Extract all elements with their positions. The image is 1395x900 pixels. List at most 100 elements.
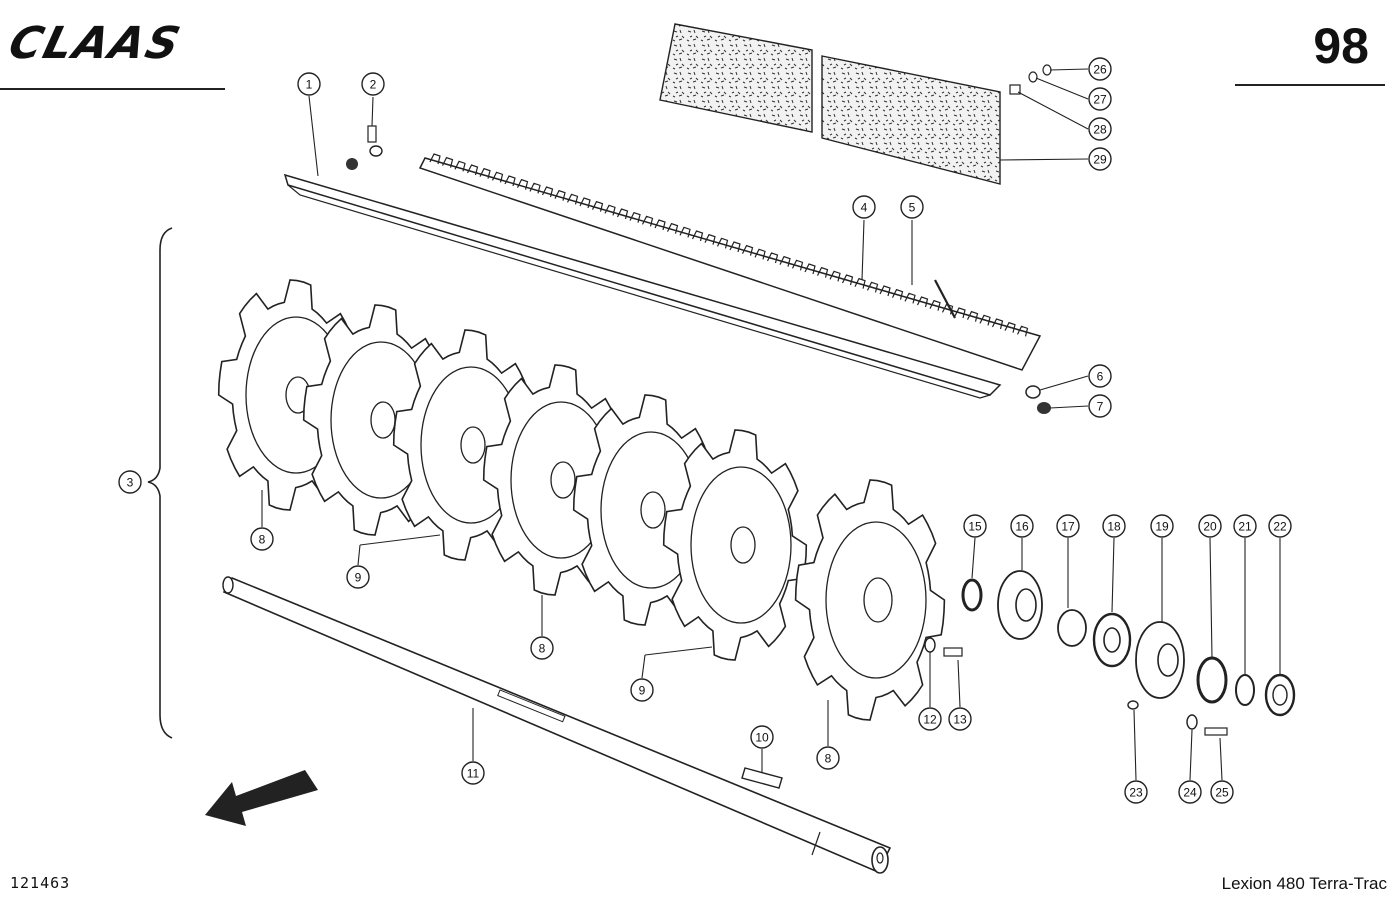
callout-bubble: 12: [918, 707, 942, 731]
callout-circle: [361, 72, 385, 96]
callout-number: 8: [539, 642, 546, 656]
callout-circle: [816, 746, 840, 770]
callout-number: 12: [923, 713, 937, 727]
bearing-parts: [961, 570, 1296, 717]
callout-bubble: 24: [1178, 780, 1202, 804]
callout-circle: [1268, 514, 1292, 538]
callout-bubble: 27: [1088, 87, 1112, 111]
callout-number: 10: [755, 731, 769, 745]
sprocket-hub-hole: [863, 577, 893, 623]
callout-number: 1: [306, 78, 313, 92]
callout-number: 25: [1215, 786, 1229, 800]
sprocket-hub-hole: [550, 461, 576, 499]
sprocket-inner-ring: [690, 466, 792, 624]
callout-bubble: 2: [361, 72, 385, 96]
callout-circle: [297, 72, 321, 96]
fasteners: [346, 64, 1228, 736]
callout-circle: [1056, 514, 1080, 538]
serrated-bar: [418, 153, 1042, 371]
callout-bubble: 26: [1088, 57, 1112, 81]
callout-number: 18: [1107, 520, 1121, 534]
callout-bubble: 15: [963, 514, 987, 538]
callout-circle: [963, 514, 987, 538]
callout-number: 6: [1097, 370, 1104, 384]
callout-bubble: 23: [1124, 780, 1148, 804]
callout-circle: [1088, 117, 1112, 141]
callout-circle: [346, 565, 370, 589]
header-rule-right: [1235, 84, 1385, 86]
callout-circle: [1088, 394, 1112, 418]
callout-circle: [1124, 780, 1148, 804]
callout-bubble: 1: [297, 72, 321, 96]
callout-number: 9: [355, 571, 362, 585]
shaft-key: [741, 767, 783, 789]
callout-circle: [250, 527, 274, 551]
rubber-liner-panels: [659, 23, 1001, 185]
callout-number: 21: [1238, 520, 1252, 534]
callout-circle: [852, 195, 876, 219]
callout-circle: [1088, 87, 1112, 111]
callout-bubble: 22: [1268, 514, 1292, 538]
callout-bubble: 9: [346, 565, 370, 589]
callout-circle: [1010, 514, 1034, 538]
sprocket-hub-hole: [460, 426, 486, 464]
callout-number: 19: [1155, 520, 1169, 534]
callout-circle: [1088, 147, 1112, 171]
callout-circle: [1210, 780, 1234, 804]
callout-number: 8: [825, 752, 832, 766]
sprocket-discs: [217, 279, 946, 721]
callout-number: 2: [370, 78, 377, 92]
callout-circle: [1150, 514, 1174, 538]
callout-circle: [1088, 364, 1112, 388]
drawing-number: 121463: [10, 874, 71, 892]
callout-number: 16: [1015, 520, 1029, 534]
callout-number: 3: [127, 476, 134, 490]
drive-shaft: [222, 576, 892, 874]
angle-strip: [283, 173, 1002, 399]
callout-number: 24: [1183, 786, 1197, 800]
callout-number: 11: [467, 767, 480, 781]
callout-bubble: 11: [461, 761, 485, 785]
callout-circle: [1102, 514, 1126, 538]
callout-number: 7: [1097, 400, 1104, 414]
callout-circle: [900, 195, 924, 219]
callout-number: 28: [1093, 123, 1107, 137]
assembly-bracket: [147, 227, 173, 739]
callout-number: 13: [953, 713, 967, 727]
callout-circle: [1088, 57, 1112, 81]
callout-bubble: 16: [1010, 514, 1034, 538]
callout-circle: [1233, 514, 1257, 538]
callout-number: 4: [861, 201, 868, 215]
callout-bubble: 13: [948, 707, 972, 731]
callout-circle: [530, 636, 554, 660]
callout-bubble: 5: [900, 195, 924, 219]
callout-bubble: 28: [1088, 117, 1112, 141]
sprocket-hub-hole: [730, 526, 756, 564]
callout-bubble: 9: [630, 678, 654, 702]
callout-bubble: 20: [1198, 514, 1222, 538]
callout-bubble: 8: [250, 527, 274, 551]
sprocket-inner-ring: [825, 521, 927, 679]
machine-model: Lexion 480 Terra-Trac: [1221, 874, 1387, 893]
callout-number: 22: [1273, 520, 1287, 534]
callout-circle: [118, 470, 142, 494]
callout-bubble: 21: [1233, 514, 1257, 538]
callout-bubble: 6: [1088, 364, 1112, 388]
callout-number: 23: [1129, 786, 1143, 800]
arrow-down-left-icon: [205, 770, 318, 826]
callout-number: 27: [1093, 93, 1107, 107]
callout-bubble: 7: [1088, 394, 1112, 418]
callout-circle: [461, 761, 485, 785]
callout-circle: [630, 678, 654, 702]
callout-bubble: 4: [852, 195, 876, 219]
header-rule-left: [0, 88, 225, 90]
sprocket-hub-hole: [640, 491, 666, 529]
callout-bubble: 18: [1102, 514, 1126, 538]
sprocket-hub-hole: [370, 401, 396, 439]
callout-circle: [918, 707, 942, 731]
callout-circle: [948, 707, 972, 731]
callout-bubble: 25: [1210, 780, 1234, 804]
callout-number: 15: [968, 520, 982, 534]
